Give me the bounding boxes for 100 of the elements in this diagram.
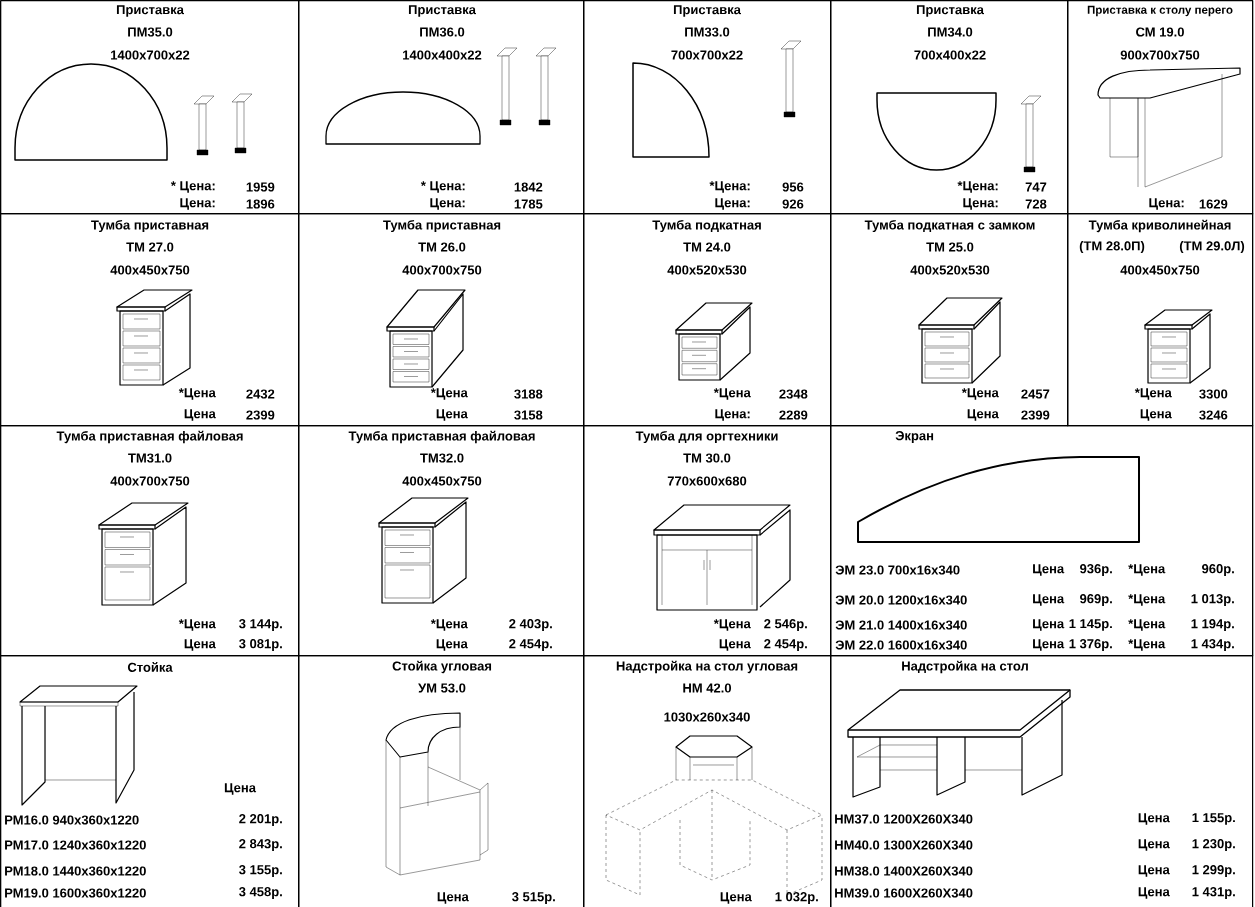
- price-label: Цена: [436, 639, 468, 651]
- price-label: Цена:: [430, 198, 465, 210]
- price: 747: [1025, 182, 1047, 192]
- price: 2399: [1021, 410, 1050, 420]
- dimensions: 1400x400x22: [403, 50, 482, 60]
- product-name: Тумба криволинейная: [1088, 219, 1231, 233]
- price: 969р.: [1080, 594, 1112, 606]
- price-label: Цена: [1138, 865, 1170, 877]
- model-code: (ТМ 28.0П): [1079, 240, 1145, 254]
- price: 3 515р.: [512, 892, 555, 904]
- product-name: Стойка: [127, 662, 173, 672]
- dimensions: 1030x260x340: [664, 712, 750, 722]
- price: 2 546р.: [764, 619, 807, 631]
- price: 1 434р.: [1191, 639, 1234, 651]
- price-label: *Цена: [961, 388, 999, 400]
- price: 2348: [779, 389, 808, 399]
- model-code: ТМ 25.0: [926, 242, 974, 252]
- price-label: * Цена:: [170, 181, 215, 193]
- dimensions: 700x700x22: [671, 50, 743, 60]
- model-code: ПМ36.0: [420, 27, 465, 37]
- table-cell: [583, 425, 832, 657]
- price: 926: [782, 199, 804, 209]
- product-name: Тумба приставная: [383, 219, 501, 233]
- price-label: Цена: [1033, 564, 1065, 576]
- price: 3 155р.: [239, 865, 282, 877]
- price-label: Цена: [1138, 813, 1170, 825]
- price: 2289: [779, 410, 808, 420]
- model-spec: НМ39.0 1600X260X340: [835, 888, 973, 898]
- price: 2 843р.: [239, 839, 282, 851]
- price-label: Цена: [720, 892, 752, 904]
- price-label: *Цена:: [957, 181, 998, 193]
- model-code: ТМ32.0: [420, 453, 464, 463]
- table-cell: [0, 0, 300, 215]
- product-name: Тумба приставная файловая: [56, 430, 243, 444]
- product-name: Приставка: [673, 5, 741, 17]
- price: 1 194р.: [1191, 619, 1234, 631]
- product-name: Тумба для оргтехники: [635, 430, 778, 444]
- product-name: Стойка угловая: [392, 660, 492, 674]
- model-spec: ЭМ 21.0 1400x16x340: [835, 620, 967, 630]
- model-code: ТМ 27.0: [126, 242, 174, 252]
- price: 1 013р.: [1191, 594, 1234, 606]
- dimensions: 400x700x750: [110, 476, 190, 486]
- price: 1 376р.: [1069, 639, 1112, 651]
- price-label: Цена: [184, 409, 216, 421]
- price: 1 145р.: [1069, 619, 1112, 631]
- price-label: *Цена: [430, 388, 468, 400]
- table-cell: [830, 213, 1069, 427]
- price-label: *Цена: [1128, 594, 1166, 606]
- price-label: Цена: [967, 409, 999, 421]
- dimensions: 400x520x530: [910, 265, 990, 275]
- price-label: Цена: [184, 639, 216, 651]
- price-label: Цена: [1033, 619, 1065, 631]
- dimensions: 400x520x530: [667, 265, 747, 275]
- dimensions: 770x600x680: [667, 476, 747, 486]
- price: 3 144р.: [239, 619, 282, 631]
- model-spec: ЭМ 23.0 700x16x340: [835, 565, 960, 575]
- price: 2 454р.: [764, 639, 807, 651]
- price-label: Цена: [719, 639, 751, 651]
- table-cell: [583, 213, 832, 427]
- price: 2 454р.: [509, 639, 552, 651]
- dimensions: 700x400x22: [914, 50, 986, 60]
- price: 936р.: [1080, 564, 1112, 576]
- price-label: *Цена: [430, 619, 468, 631]
- price-label: * Цена:: [420, 181, 465, 193]
- product-name: Тумба приставная файловая: [348, 430, 535, 444]
- table-cell: [298, 425, 585, 657]
- table-cell: [0, 213, 300, 427]
- table-cell: [830, 425, 1254, 657]
- product-name: Приставка: [916, 5, 984, 17]
- product-name: Тумба приставная: [91, 219, 209, 233]
- price: 728: [1025, 199, 1047, 209]
- table-cell: [298, 213, 585, 427]
- price-label: Цена:: [715, 409, 750, 421]
- price: 1 155р.: [1192, 813, 1235, 825]
- price: 1 032р.: [775, 892, 818, 904]
- model-spec: ЭМ 20.0 1200x16x340: [835, 595, 967, 605]
- dimensions: 400x450x750: [110, 265, 190, 275]
- price-label: Цена:: [963, 198, 998, 210]
- price-label: Цена:: [180, 198, 215, 210]
- price-label: Цена:: [715, 198, 750, 210]
- model-code: ТМ 26.0: [418, 242, 466, 252]
- price: 3300: [1199, 389, 1228, 399]
- price: 3246: [1199, 410, 1228, 420]
- model-spec: ЭМ 22.0 1600x16x340: [835, 640, 967, 650]
- model-spec: НМ38.0 1400X260X340: [835, 866, 973, 876]
- model-code: ТМ 24.0: [683, 242, 731, 252]
- price: 2 403р.: [509, 619, 552, 631]
- price: 1896: [246, 199, 275, 209]
- model-code: СМ 19.0: [1136, 27, 1184, 37]
- price-label: Цена: [436, 409, 468, 421]
- price: 3188: [514, 389, 543, 399]
- table-cell: [1067, 0, 1254, 215]
- price-label: Цена: [1033, 639, 1065, 651]
- model-code: ПМ35.0: [128, 27, 173, 37]
- model-code: (ТМ 29.0Л): [1179, 240, 1245, 254]
- dimensions: 900x700x750: [1120, 50, 1200, 60]
- price-label: *Цена:: [709, 181, 750, 193]
- model-code: ТМ31.0: [128, 453, 172, 463]
- product-name: Надстройка на стол угловая: [616, 660, 798, 674]
- price-label: *Цена: [178, 619, 216, 631]
